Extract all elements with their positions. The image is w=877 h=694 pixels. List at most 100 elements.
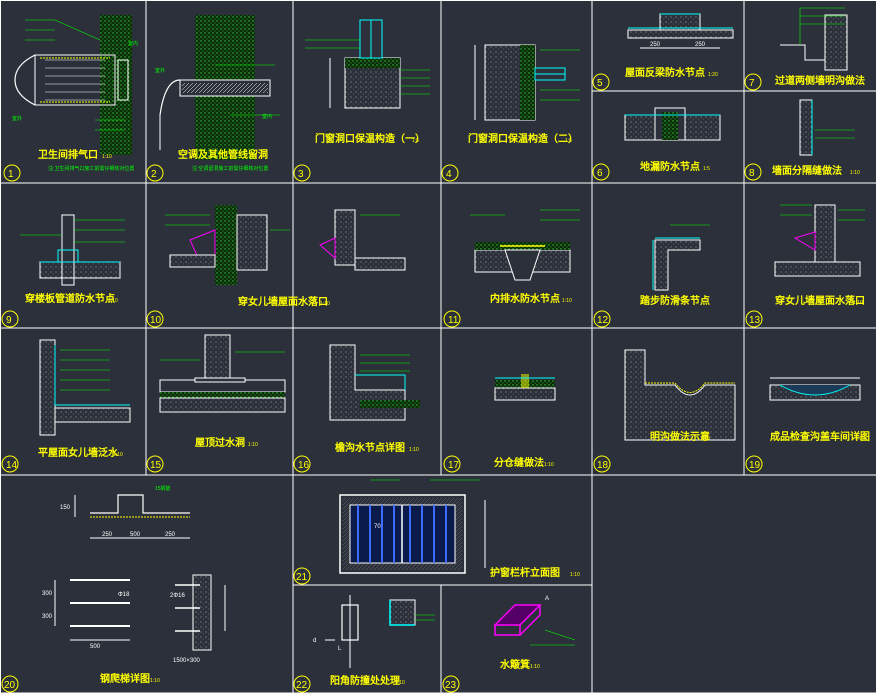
d9-title: 穿楼板管道防水节点: [25, 292, 115, 305]
d4-scale: 1:5: [565, 138, 572, 144]
d22-number: 22: [296, 680, 308, 691]
d18-title: 明沟做法示意: [650, 430, 710, 443]
d3-number: 3: [298, 169, 304, 180]
d15-scale: 1:10: [248, 442, 258, 448]
d6-scale: 1:5: [703, 166, 710, 172]
d7-title: 过道两侧墙明沟做法: [775, 74, 865, 87]
d1-label-outdoor: 室外: [12, 115, 22, 122]
detail-1: 室外 室内 卫生间排气口 1:10 注:卫生间排气口施工前需仔细核对位置 1: [3, 15, 138, 182]
d1-scale: 1:10: [102, 154, 112, 160]
d22-scale: 1:10: [395, 680, 405, 686]
detail-18: 明沟做法示意 1:10 18: [593, 349, 736, 473]
d13-title: 穿女儿墙屋面水落口: [775, 294, 865, 307]
d1-wall: [100, 15, 132, 155]
detail-17: 分仓缝做法 1:10 17: [443, 374, 556, 473]
d20-number: 20: [4, 680, 16, 691]
d16-title: 檐沟水节点详图: [335, 441, 405, 454]
d23-label-a: A: [545, 596, 549, 602]
d5-dim-right: 250: [695, 42, 706, 48]
d6-number: 6: [597, 168, 603, 179]
d6-title: 地漏防水节点: [640, 160, 700, 173]
d4-number: 4: [446, 169, 452, 180]
d20-title: 钢爬梯详图: [100, 672, 150, 685]
d15-title: 屋顶过水洞: [195, 436, 245, 449]
d17-number: 17: [448, 460, 460, 471]
detail-16: 檐沟水节点详图 1:10 16: [293, 344, 420, 473]
detail-19: 成品检查沟盖车间详图 1:10 19: [745, 377, 870, 473]
d14-title: 平屋面女儿墙泛水: [38, 446, 119, 459]
detail-13: 穿女儿墙屋面水落口 1:10 13: [745, 204, 865, 328]
detail-9: 穿楼板管道防水节点 1:10 9: [1, 214, 125, 328]
d20-label-top: 15钢筋: [155, 485, 171, 492]
d20-dim-2: 500: [130, 532, 141, 538]
detail-10: 穿女儿墙屋面水落口 1:10 10: [146, 205, 406, 328]
d21-scale: 1:10: [570, 572, 580, 578]
detail-5: 250 250 屋面反梁防水节点 1:20 5: [592, 13, 734, 91]
d20-label-pair: 2Φ16: [170, 593, 185, 599]
d17-scale: 1:10: [544, 462, 554, 468]
d21-title: 护窗栏杆立面图: [490, 566, 560, 579]
d2-label-indoor: 室内: [262, 113, 272, 120]
detail-11: 内排水防水节点 1:10 11: [443, 209, 580, 328]
d1-label-indoor: 室内: [128, 40, 138, 47]
d19-scale: 1:10: [855, 436, 865, 442]
detail-23: A 水簸箕 1:10 23: [442, 596, 576, 693]
d5-title: 屋面反梁防水节点: [625, 66, 705, 79]
d21-number: 21: [296, 572, 308, 583]
d8-scale: 1:10: [850, 170, 860, 176]
detail-15: 屋顶过水洞 1:10 15: [146, 334, 286, 473]
detail-14: 平屋面女儿墙泛水 1:10 14: [1, 339, 131, 473]
d13-number: 13: [749, 315, 761, 326]
d22-label-d: d: [313, 638, 316, 644]
d2-label-outdoor: 室外: [155, 67, 165, 74]
d11-scale: 1:10: [562, 298, 572, 304]
d20-dim-side-2: 300: [42, 614, 53, 620]
d18-number: 18: [597, 460, 609, 471]
d14-scale: 1:10: [113, 452, 123, 458]
detail-21: 70 护窗栏杆立面图 1:10 21: [293, 479, 580, 585]
d11-number: 11: [448, 315, 459, 326]
d5-number: 5: [597, 78, 603, 89]
d16-scale: 1:10: [409, 447, 419, 453]
d13-scale: 1:10: [853, 300, 863, 306]
detail-8: 墙面分隔缝做法 1:10 8: [744, 99, 860, 181]
d20-dim-bottom: 500: [90, 644, 101, 650]
detail-2: 室外 室内 空调及其他管线留洞 注:空调留洞施工前需仔细核对位置 2: [146, 15, 280, 182]
d1-number: 1: [8, 169, 14, 180]
detail-6: 地漏防水节点 1:5 6: [592, 107, 721, 181]
d17-title: 分仓缝做法: [494, 456, 544, 469]
d23-scale: 1:10: [530, 664, 540, 670]
d4-title: 门窗洞口保温构造（二）: [468, 132, 578, 145]
d20-dim-1: 250: [102, 532, 113, 538]
d16-number: 16: [298, 460, 310, 471]
d12-number: 12: [597, 315, 609, 326]
d5-dim-left: 250: [650, 42, 661, 48]
d1-note: 注:卫生间排气口施工前需仔细核对位置: [48, 165, 134, 172]
detail-7: 过道两侧墙明沟做法 7: [744, 7, 865, 91]
d19-title: 成品检查沟盖车间详图: [770, 430, 870, 443]
d5-scale: 1:20: [708, 72, 718, 78]
d2-number: 2: [151, 169, 157, 180]
d20-dim-side-1: 300: [42, 591, 53, 597]
d1-duct: [34, 54, 116, 106]
d20-label-base: 1500×300: [173, 658, 201, 664]
d23-number: 23: [445, 680, 457, 691]
d1-title: 卫生间排气口: [38, 148, 98, 161]
detail-20: 250 500 250 150 15钢筋 300 300 500 Φ18 2Φ1…: [1, 485, 226, 693]
d3-scale: 1:5: [412, 138, 419, 144]
d7-number: 7: [749, 78, 755, 89]
d20-dim-3: 250: [165, 532, 176, 538]
detail-3: 门窗洞口保温构造（一） 1:5 3: [293, 19, 430, 182]
d8-number: 8: [749, 168, 755, 179]
d10-title: 穿女儿墙屋面水落口: [238, 295, 328, 308]
d10-number: 10: [150, 315, 162, 326]
d11-title: 内排水防水节点: [490, 292, 560, 305]
d20-scale: 1:10: [150, 678, 160, 684]
d3-title: 门窗洞口保温构造（一）: [315, 132, 425, 145]
d18-scale: 1:10: [700, 436, 710, 442]
d9-number: 9: [6, 315, 12, 326]
d10-scale: 1:10: [320, 301, 330, 307]
d22-title: 阳角防撞处处理: [330, 674, 400, 687]
d23-title: 水簸箕: [499, 658, 530, 671]
